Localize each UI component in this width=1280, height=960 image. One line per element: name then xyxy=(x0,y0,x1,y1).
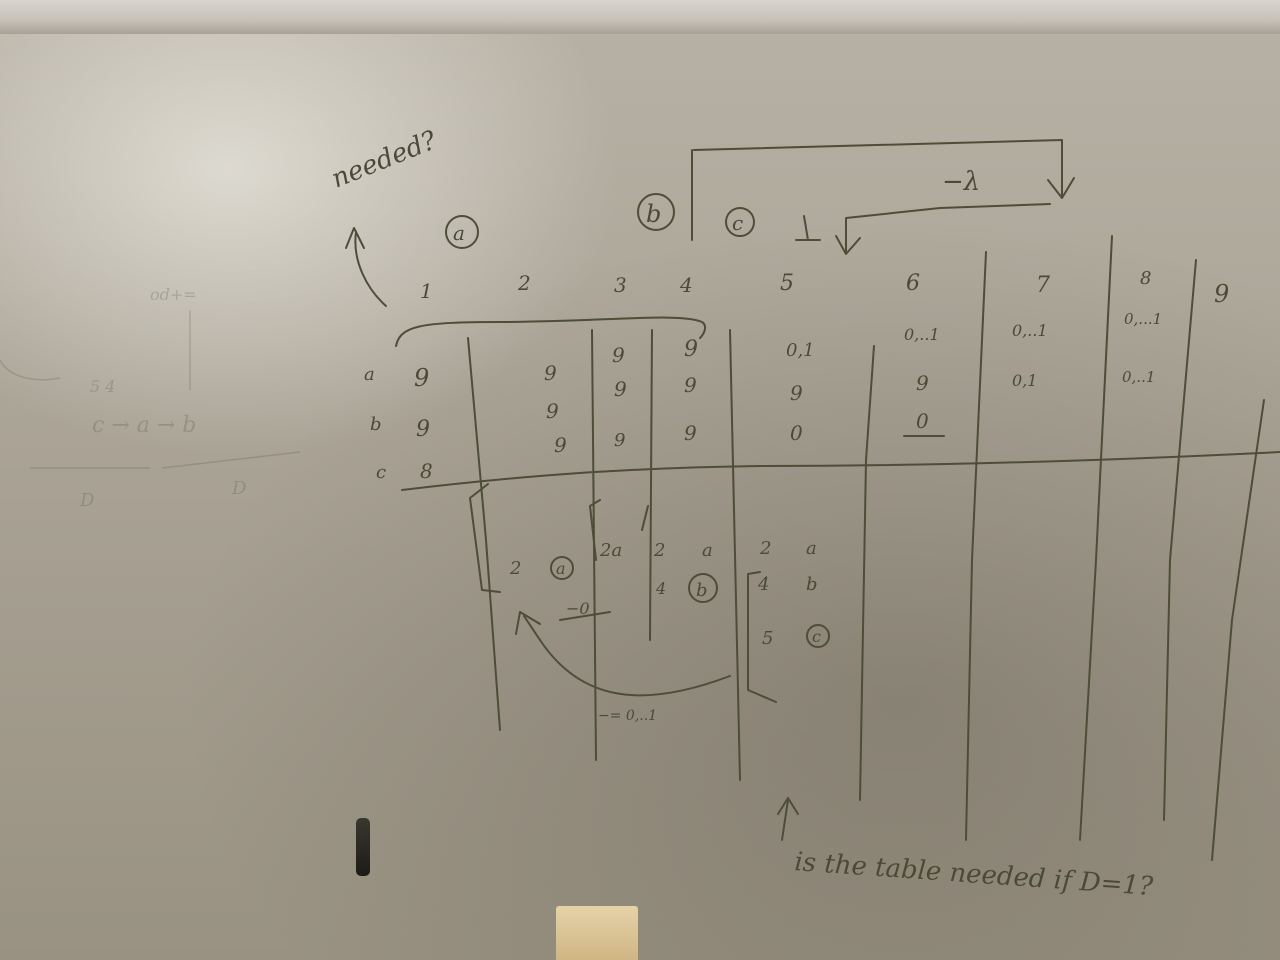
row-label-b: b xyxy=(370,414,382,435)
list-row-2-label: b xyxy=(806,574,818,595)
column-number-6: 6 xyxy=(906,271,920,296)
question-arrow-stroke xyxy=(781,799,789,841)
column-line-8 xyxy=(1163,259,1197,821)
faint-chain: c → a → b xyxy=(92,413,196,438)
lambda-arrow-label: −λ xyxy=(942,167,980,197)
faint-d1: D xyxy=(79,490,95,511)
column-line-1 xyxy=(467,337,501,731)
cell-c7-a: 0,..1 xyxy=(1012,321,1048,340)
lower-entry-3b: a xyxy=(702,540,713,561)
question-note: is the table needed if D=1? xyxy=(794,847,1155,902)
column-number-7: 7 xyxy=(1036,273,1050,298)
cell-c1-b: 9 xyxy=(416,417,430,442)
return-arrow-stroke xyxy=(845,203,1051,253)
lower-bracket-left xyxy=(469,483,501,593)
cell-c6-c: 0 xyxy=(916,409,929,433)
cell-c3-c: 9 xyxy=(614,430,625,451)
faint-nums: 5 4 xyxy=(90,377,115,396)
needed-arrow-head xyxy=(345,227,365,249)
lower-bracket-mid xyxy=(589,499,601,561)
cell-c5-b: 9 xyxy=(790,381,803,405)
cell-c1-c: 8 xyxy=(420,459,433,483)
circle-b xyxy=(637,193,675,231)
faint-curve xyxy=(0,359,61,381)
perp-mark xyxy=(795,215,821,241)
faint-underline xyxy=(30,451,301,469)
column-number-5: 5 xyxy=(780,271,794,296)
needed-arrow-stroke xyxy=(354,231,387,307)
lower-tick xyxy=(641,505,649,531)
circled-label-a: a xyxy=(453,221,465,245)
column-number-3: 3 xyxy=(614,273,627,297)
question-arrow-head xyxy=(777,797,799,815)
cell-c8-b: 0,..1 xyxy=(1122,368,1155,386)
cell-c7-b: 0,1 xyxy=(1012,371,1037,390)
circle-lower-b xyxy=(688,573,718,603)
return-curve xyxy=(523,615,731,697)
marker xyxy=(356,818,370,876)
list-row-1-label: a xyxy=(806,538,817,559)
list-row-3-label: c xyxy=(812,627,821,646)
return-curve-head xyxy=(515,611,541,635)
faint-d2: D xyxy=(231,478,247,499)
cell-c2-c: 9 xyxy=(554,433,567,457)
lower-entry-4a: 4 xyxy=(655,579,666,598)
cell-c1-a: 9 xyxy=(414,364,429,392)
column-line-6 xyxy=(965,251,987,841)
cell-c3-a: 9 xyxy=(612,343,625,367)
needed-note: needed? xyxy=(327,125,441,194)
lower-entry-2: 2a xyxy=(599,540,622,561)
cell-c5-c: 0 xyxy=(790,421,803,445)
circle-c xyxy=(725,207,755,237)
return-arrow-head xyxy=(835,235,861,255)
cell-c6-a: 0,..1 xyxy=(904,325,940,344)
column-number-9: 9 xyxy=(1214,280,1229,308)
lower-entry-1-circled: a xyxy=(556,559,566,578)
row-label-a: a xyxy=(364,364,375,385)
row-label-c: c xyxy=(376,462,386,483)
cell-c3-b: 9 xyxy=(614,377,627,401)
list-row-3-num: 5 xyxy=(762,628,773,649)
lower-entry-3a: 2 xyxy=(653,540,665,561)
list-row-2-num: 4 xyxy=(757,574,769,595)
cell-c2-a: 9 xyxy=(544,361,557,385)
cell-c4-c: 9 xyxy=(684,421,697,445)
bracket-top-stroke xyxy=(693,139,1063,197)
cell-c5-a: 0,1 xyxy=(786,340,815,361)
lower-entry-1: 2 xyxy=(509,558,521,579)
faint-top: od+= xyxy=(150,285,197,304)
column-line-5 xyxy=(859,345,875,801)
column-number-8: 8 xyxy=(1140,268,1151,289)
lower-entry-4b-circled: b xyxy=(696,580,708,601)
circled-label-b: b xyxy=(646,200,661,228)
column-line-7 xyxy=(1079,235,1113,841)
arrow-down-right-head xyxy=(1047,177,1075,199)
cell-c4-a: 9 xyxy=(684,337,698,362)
circle-lower-a xyxy=(550,556,574,580)
minus-zero-line xyxy=(559,611,611,621)
bottom-range-note: −= 0,..1 xyxy=(598,708,657,724)
cell-c4-b: 9 xyxy=(684,373,697,397)
cell-c6-b: 9 xyxy=(916,371,929,395)
wooden-eraser xyxy=(556,906,638,960)
minus-zero-note: −0 xyxy=(566,599,590,618)
column-line-9 xyxy=(1211,399,1265,861)
column-number-2: 2 xyxy=(517,271,531,295)
column-number-1: 1 xyxy=(420,279,433,303)
table-baseline xyxy=(401,451,1280,491)
lower-bracket-right xyxy=(747,571,777,703)
column-line-4 xyxy=(729,329,741,781)
circle-lower-c xyxy=(806,624,830,648)
brace-top xyxy=(395,316,707,347)
list-row-1-num: 2 xyxy=(759,538,771,559)
circle-a xyxy=(445,215,479,249)
column-line-3 xyxy=(649,329,653,641)
cell-c8-a: 0,...1 xyxy=(1124,310,1162,328)
column-number-4: 4 xyxy=(679,273,693,297)
cell-c2-b: 9 xyxy=(546,399,559,423)
circled-label-c: c xyxy=(732,211,743,235)
whiteboard-frame xyxy=(0,0,1280,34)
